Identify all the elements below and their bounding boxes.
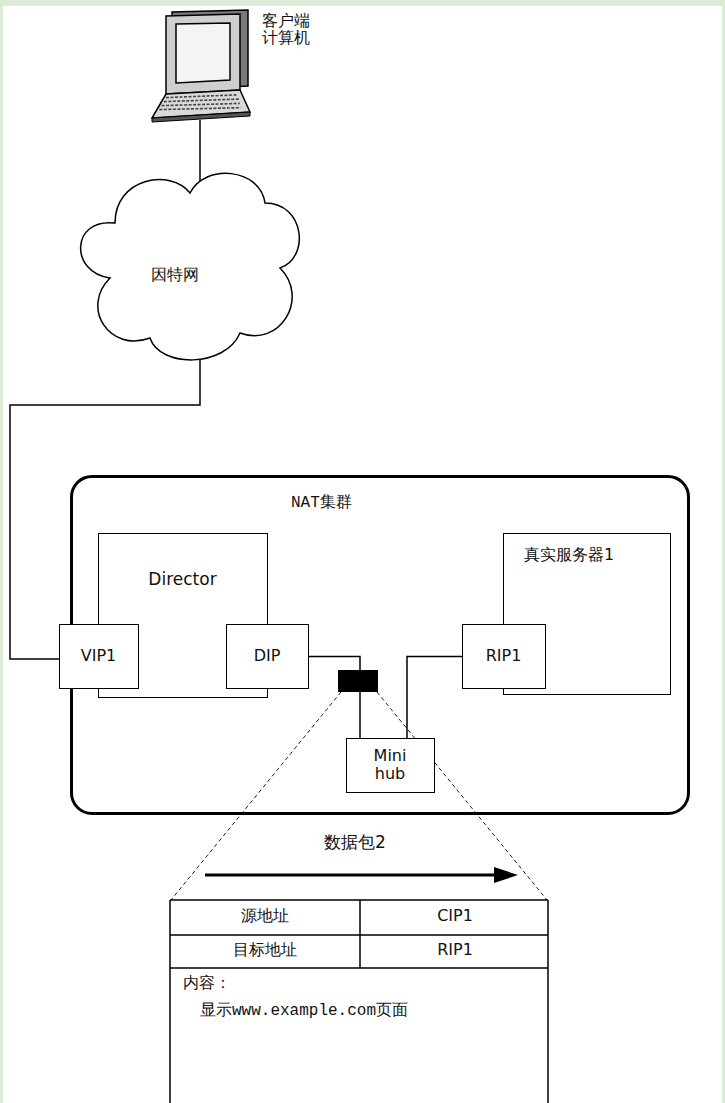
box-label: DIP xyxy=(254,647,281,665)
box-label: RIP1 xyxy=(486,647,522,665)
client-computer: 客户端 计算机 xyxy=(150,8,330,124)
box-label: Director xyxy=(148,570,216,590)
key-row xyxy=(164,99,239,102)
box-label: Mini hub xyxy=(364,747,415,784)
internet-cloud: 因特网 xyxy=(70,158,305,373)
key-row xyxy=(162,103,240,105)
arrow-head xyxy=(494,867,518,883)
packet-title: 数据包2 xyxy=(324,832,386,852)
table-cell: 源地址 xyxy=(241,906,289,925)
group-title: NAT集群 xyxy=(291,492,352,513)
component-box: Mini hub xyxy=(346,738,435,793)
keyboard-edge xyxy=(152,112,250,122)
zoom-line xyxy=(377,692,547,900)
box-label: VIP1 xyxy=(81,647,117,665)
packet-marker xyxy=(338,670,378,692)
packet-table xyxy=(170,900,548,1103)
table-cell: 目标地址 xyxy=(233,940,297,959)
computer-label: 客户端 计算机 xyxy=(262,13,313,47)
content-text: 显示www.example.com页面 xyxy=(200,1002,408,1021)
monitor-front xyxy=(166,14,240,94)
component-box: 真实服务器1RIP1 xyxy=(503,533,671,695)
component-box: DirectorVIP1DIP xyxy=(98,533,268,698)
screen xyxy=(176,23,230,83)
laptop-icon xyxy=(150,8,254,124)
content-heading: 内容： xyxy=(183,975,231,994)
connector-line xyxy=(407,657,462,739)
box-label: 真实服务器1 xyxy=(524,546,614,564)
key-row xyxy=(159,108,240,110)
direction-arrow xyxy=(205,874,500,877)
table-cell: RIP1 xyxy=(437,940,473,959)
component-box: RIP1 xyxy=(462,624,546,689)
key-row xyxy=(166,95,238,98)
component-box: DIP xyxy=(226,624,309,689)
cluster-group: NAT集群DirectorVIP1DIP真实服务器1RIP1Mini hub xyxy=(70,475,690,815)
cloud-shape xyxy=(81,173,300,360)
table-cell: CIP1 xyxy=(437,906,473,925)
component-box: VIP1 xyxy=(59,624,139,689)
connector-line xyxy=(199,120,201,188)
cloud-label: 因特网 xyxy=(151,265,199,286)
connector-line xyxy=(309,657,360,739)
zoom-line xyxy=(171,692,341,900)
